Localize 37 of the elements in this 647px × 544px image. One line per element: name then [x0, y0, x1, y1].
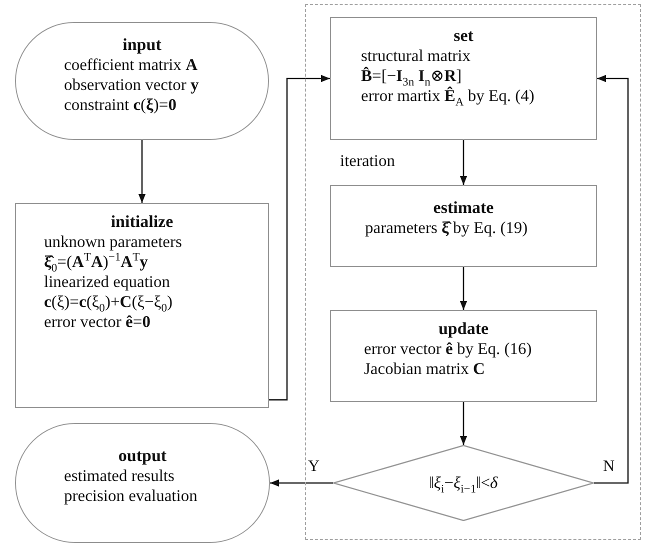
node-text: estimated results: [64, 466, 176, 486]
node-text: precision evaluation: [64, 486, 198, 506]
group-frame: [305, 4, 641, 540]
process-box: [330, 310, 597, 402]
node-heading: estimate: [432, 198, 495, 218]
process-box: [330, 185, 597, 267]
node-heading: set: [452, 26, 474, 46]
node-text: error martix Ê$_{A}$ by Eq. (4): [361, 86, 536, 106]
process-box: [15, 203, 269, 408]
node-text: unknown parameters: [44, 232, 183, 252]
arrow: [594, 74, 629, 484]
node-heading: output: [117, 446, 168, 466]
node-heading: update: [437, 319, 490, 339]
node-text: observation vector y: [64, 75, 200, 95]
arrow: [138, 140, 146, 203]
decision-diamond: [333, 445, 594, 521]
node-text: ξ̂$_{0}$=(A$^{T}$A)$^{−1}$A$^{T}$y: [44, 252, 149, 272]
node-text: constraint c(ξ)=0: [64, 95, 178, 115]
arrow: [460, 267, 468, 310]
arrow: [269, 74, 330, 400]
node-text: B̂=[−I$_{3n}$ I$_{n}$⊗R]: [361, 66, 463, 86]
node-text: error vector ê=0: [44, 312, 152, 332]
arrow: [460, 140, 468, 185]
node-heading: input: [122, 35, 162, 55]
note-text: iteration: [340, 151, 395, 171]
node-text: c(ξ)=c(ξ$_{0}$)+C(ξ−ξ$_{0}$): [44, 292, 174, 312]
node-text: linearized equation: [44, 272, 171, 292]
node-text: parameters ξ̂ by Eq. (19): [365, 218, 529, 238]
node-text: coefficient matrix A: [64, 55, 198, 75]
node-text: error vector ê by Eq. (16): [364, 339, 533, 359]
arrow: [270, 479, 333, 487]
node-text: structural matrix: [361, 46, 472, 66]
arrow: [460, 402, 468, 445]
node-heading: initialize: [110, 212, 174, 232]
process-box: [330, 17, 597, 140]
node-text: ‖ξ$_{i}$−ξ$_{i−1}$‖<δ: [429, 473, 498, 493]
node-text: Jacobian matrix C: [364, 359, 486, 379]
